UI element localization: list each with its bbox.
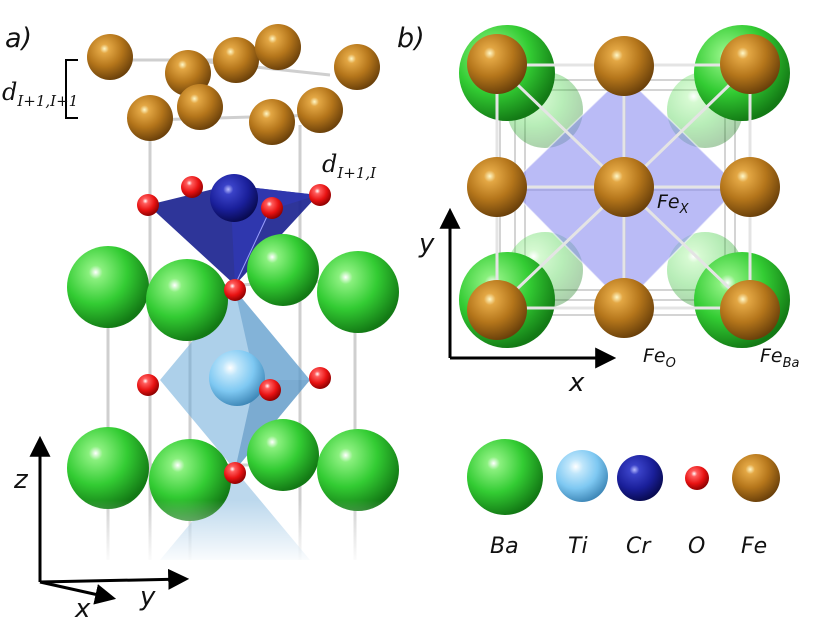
fe-atom xyxy=(297,87,343,133)
ba-atom xyxy=(317,429,399,511)
legend-item-fe: Fe xyxy=(732,454,780,559)
o-atom xyxy=(137,194,159,216)
o-atom xyxy=(137,374,159,396)
fe-atom xyxy=(87,34,133,80)
o-atom xyxy=(309,184,331,206)
o-atom xyxy=(181,176,203,198)
legend: Ba Ti Cr O Fe xyxy=(467,439,780,559)
fe-atom xyxy=(249,99,295,145)
axes-panel-a: z x y xyxy=(13,435,190,624)
fe-atom-x-site xyxy=(594,157,654,217)
ba-atom xyxy=(247,419,319,491)
fe-atom-o-site xyxy=(467,157,527,217)
o-atom xyxy=(224,462,246,484)
fe-atoms-panel-a xyxy=(87,24,380,145)
legend-swatch-fe xyxy=(732,454,780,502)
legend-label-fe: Fe xyxy=(741,534,767,559)
fe-atom-ba-site xyxy=(720,280,780,340)
fe-atom xyxy=(127,95,173,141)
ba-atom xyxy=(67,427,149,509)
fe-atom-o-site xyxy=(594,278,654,338)
svg-text:dI+1,I: dI+1,I xyxy=(322,150,377,182)
ba-atom xyxy=(317,251,399,333)
legend-item-ba: Ba xyxy=(467,439,543,559)
legend-label-ti: Ti xyxy=(568,534,588,559)
cr-atom xyxy=(210,174,258,222)
legend-label-o: O xyxy=(688,534,705,559)
y-axis-label: y xyxy=(139,582,156,612)
o-atom xyxy=(224,279,246,301)
svg-text:dI+1,I+1: dI+1,I+1 xyxy=(2,78,78,110)
o-atom xyxy=(259,379,281,401)
fe-atom xyxy=(177,84,223,130)
y-axis-arrow xyxy=(39,568,190,590)
axes-panel-b: y x xyxy=(418,207,617,398)
o-atom xyxy=(261,197,283,219)
distance-label-interlayer: dI+1,I+1 xyxy=(2,59,78,119)
distance-label-interface: dI+1,I xyxy=(322,150,377,182)
o-atoms-panel-a xyxy=(137,176,331,484)
fe-atom-o-site xyxy=(594,36,654,96)
ba-atoms-back xyxy=(247,234,319,491)
x-axis-label: x xyxy=(568,368,585,398)
legend-swatch-o xyxy=(685,466,709,490)
x-axis-label: x xyxy=(74,594,91,624)
legend-label-ba: Ba xyxy=(490,534,519,559)
legend-label-cr: Cr xyxy=(626,534,652,559)
legend-item-ti: Ti xyxy=(556,450,608,559)
panel-a-label: a) xyxy=(5,23,32,54)
fe-atom-ba-site xyxy=(720,34,780,94)
panel-b-label: b) xyxy=(397,23,425,54)
x-axis-arrow xyxy=(39,580,117,605)
panel-a-fade xyxy=(60,500,400,565)
legend-item-cr: Cr xyxy=(617,455,663,559)
y-axis-label: y xyxy=(418,229,435,259)
z-axis-label: z xyxy=(13,465,29,495)
fe-atom-o-site xyxy=(720,157,780,217)
panel-b-structure xyxy=(459,25,790,348)
ba-atom xyxy=(67,246,149,328)
fe-atoms-panel-b xyxy=(467,34,780,340)
panel-a-structure xyxy=(60,24,400,565)
fe-atom xyxy=(334,44,380,90)
ba-atom xyxy=(247,234,319,306)
legend-item-o: O xyxy=(685,466,709,559)
site-label-fe-ba: FeBa xyxy=(760,345,800,371)
site-label-fe-x: FeX xyxy=(657,191,690,217)
ba-atom xyxy=(146,259,228,341)
distance-subscript: I+1,I+1 xyxy=(16,92,78,110)
legend-swatch-cr xyxy=(617,455,663,501)
fe-atom xyxy=(213,37,259,83)
fe-atom xyxy=(255,24,301,70)
fe-atom-ba-site xyxy=(467,34,527,94)
fe-atom-ba-site xyxy=(467,280,527,340)
distance-subscript: I+1,I xyxy=(336,164,377,182)
o-atom xyxy=(309,367,331,389)
distance-symbol: d xyxy=(2,78,17,106)
legend-swatch-ti xyxy=(556,450,608,502)
ti-atom xyxy=(209,350,265,406)
distance-symbol: d xyxy=(322,150,337,178)
legend-swatch-ba xyxy=(467,439,543,515)
site-label-fe-o: FeO xyxy=(643,345,676,371)
